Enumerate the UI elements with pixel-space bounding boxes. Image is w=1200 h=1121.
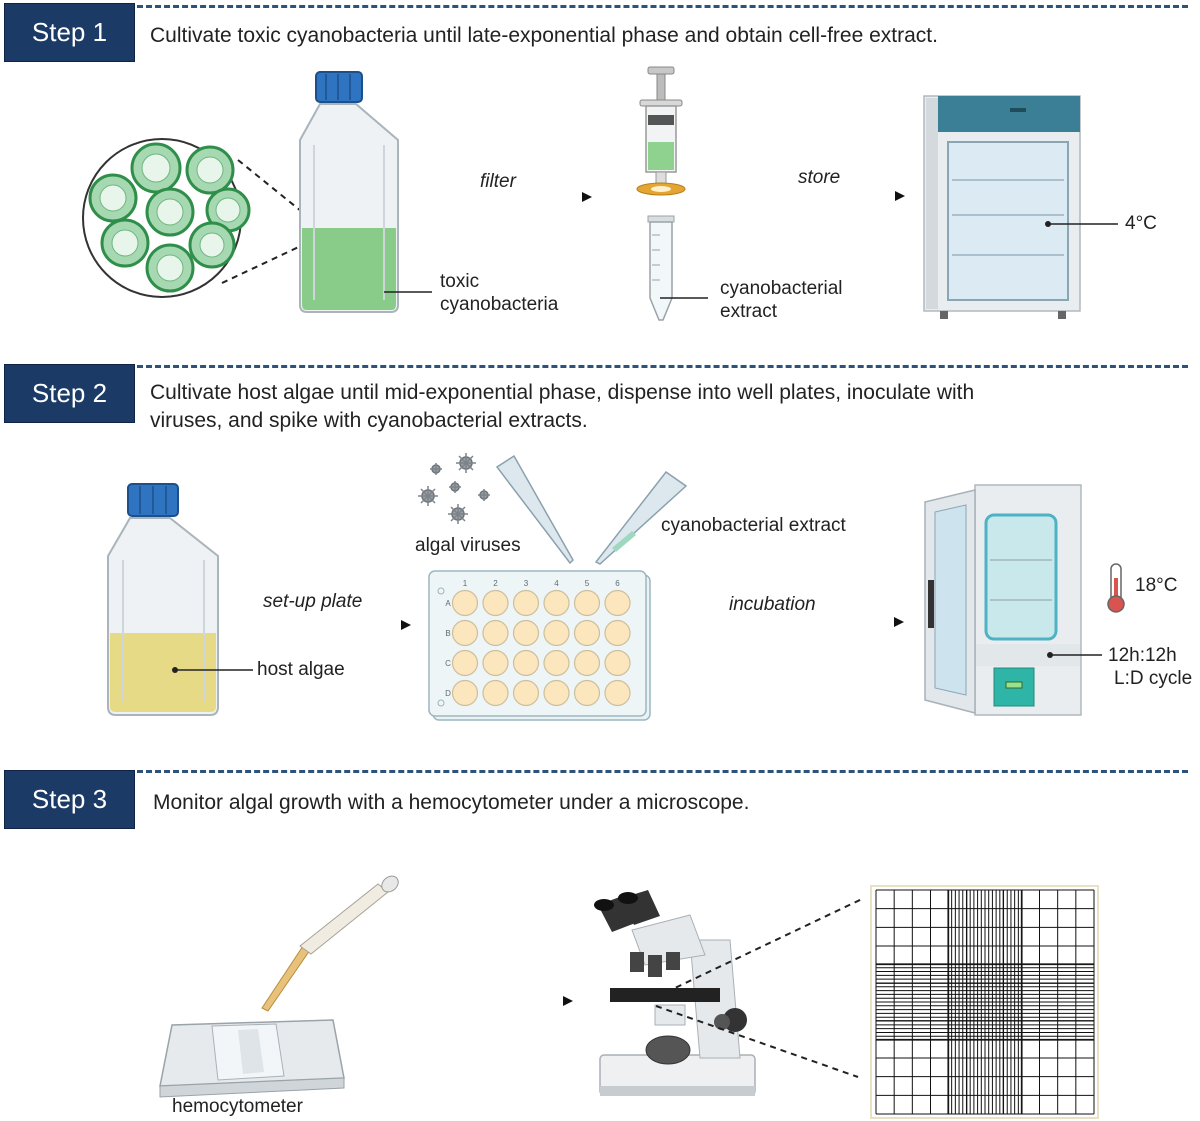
step-1-divider xyxy=(137,5,1188,8)
plate-well xyxy=(543,679,570,707)
cyanobacteria-flask-icon xyxy=(299,71,399,313)
plate-column-labels: 1 2 3 4 5 6 xyxy=(463,579,621,588)
store-label: store xyxy=(798,167,841,188)
thermometer-icon xyxy=(1107,563,1125,613)
plate-row-label: C xyxy=(445,659,451,668)
plate-well xyxy=(573,649,601,677)
plate-well xyxy=(512,589,540,617)
culture-label-line2: cyanobacteria xyxy=(440,294,559,315)
plate-column-label: 4 xyxy=(554,579,559,588)
incubation-label: incubation xyxy=(729,594,816,615)
step-2-description-line1: Cultivate host algae until mid-exponenti… xyxy=(150,381,975,404)
plate-column-label: 1 xyxy=(463,579,468,588)
plate-well xyxy=(573,589,601,617)
cyanobacteria-magnified-icon xyxy=(82,138,251,298)
plate-well xyxy=(512,649,540,677)
plate-well xyxy=(543,619,570,647)
incubator-temp-label: 18°C xyxy=(1135,575,1178,596)
syringe-filter-icon xyxy=(636,66,686,196)
plate-well xyxy=(451,589,479,617)
plate-well xyxy=(604,619,631,647)
plate-column-label: 3 xyxy=(524,579,529,588)
step-2-divider xyxy=(137,365,1188,368)
plate-well xyxy=(482,589,509,617)
plate-well xyxy=(543,589,570,617)
step-2-label: Step 2 xyxy=(31,378,108,408)
plate-well xyxy=(573,679,601,707)
host-algae-flask-icon xyxy=(107,483,219,716)
extract-label: cyanobacterial extract xyxy=(720,277,843,323)
pipette-tip-virus-icon xyxy=(495,454,574,565)
plate-well xyxy=(451,619,479,647)
plate-well xyxy=(604,679,631,707)
culture-label-line1: toxic xyxy=(440,271,480,292)
plate-wells xyxy=(451,589,631,707)
hemocytometer-grid-lines xyxy=(875,889,1095,1115)
step-2-description: Cultivate host algae until mid-exponenti… xyxy=(150,379,974,435)
light-cycle-line1: 12h:12h xyxy=(1108,645,1177,666)
hemocytometer-icon xyxy=(159,1019,345,1098)
plate-row-labels: A B C D xyxy=(445,599,451,698)
light-cycle-label: 12h:12h L:D cycle xyxy=(1108,644,1192,690)
plate-well xyxy=(451,679,479,707)
plate-row-label: B xyxy=(445,629,450,638)
step-3-label: Step 3 xyxy=(31,784,108,814)
plate-well xyxy=(482,649,509,677)
cyanobacterial-extract-label: cyanobacterial extract xyxy=(661,515,846,536)
plate-well xyxy=(573,619,601,647)
step-3-box: Step 3 xyxy=(4,770,135,829)
light-cycle-line2: L:D cycle xyxy=(1114,668,1193,689)
plate-column-label: 2 xyxy=(493,579,498,588)
step-3-description: Monitor algal growth with a hemocytomete… xyxy=(153,791,750,814)
plate-row-label: D xyxy=(445,689,451,698)
culture-label: toxic cyanobacteria xyxy=(440,270,558,316)
pasteur-pipette-icon xyxy=(261,875,399,1012)
step-3-divider xyxy=(137,770,1188,773)
plate-well xyxy=(482,619,509,647)
extract-label-line2: extract xyxy=(720,301,778,322)
plate-well xyxy=(604,589,631,617)
step-2-box: Step 2 xyxy=(4,364,135,423)
extract-tube-icon xyxy=(647,215,675,321)
algal-viruses-label: algal viruses xyxy=(415,535,521,556)
fridge-temp-label: 4°C xyxy=(1125,213,1157,234)
plate-column-label: 6 xyxy=(615,579,620,588)
plate-row-label: A xyxy=(445,599,451,608)
step-1-description: Cultivate toxic cyanobacteria until late… xyxy=(150,24,938,47)
plate-well xyxy=(512,679,540,707)
filter-label: filter xyxy=(480,171,516,192)
step-1-box: Step 1 xyxy=(4,3,135,62)
plate-well xyxy=(604,649,631,677)
refrigerator-icon xyxy=(923,95,1081,319)
algal-virus-icon xyxy=(418,453,490,524)
hemocytometer-label: hemocytometer xyxy=(172,1096,303,1117)
incubator-icon xyxy=(924,484,1082,716)
microscope-icon xyxy=(594,890,756,1096)
step-1-label: Step 1 xyxy=(31,17,108,47)
plate-column-label: 5 xyxy=(585,579,590,588)
plate-well xyxy=(512,619,540,647)
plate-well xyxy=(543,649,570,677)
plate-well xyxy=(451,649,479,677)
plate-well xyxy=(482,679,509,707)
step-2-description-line2: viruses, and spike with cyanobacterial e… xyxy=(150,409,588,432)
set-up-plate-label: set-up plate xyxy=(263,591,363,612)
extract-label-line1: cyanobacterial xyxy=(720,278,843,299)
pipette-tip-extract-icon xyxy=(594,470,688,565)
host-algae-label: host algae xyxy=(257,659,345,680)
